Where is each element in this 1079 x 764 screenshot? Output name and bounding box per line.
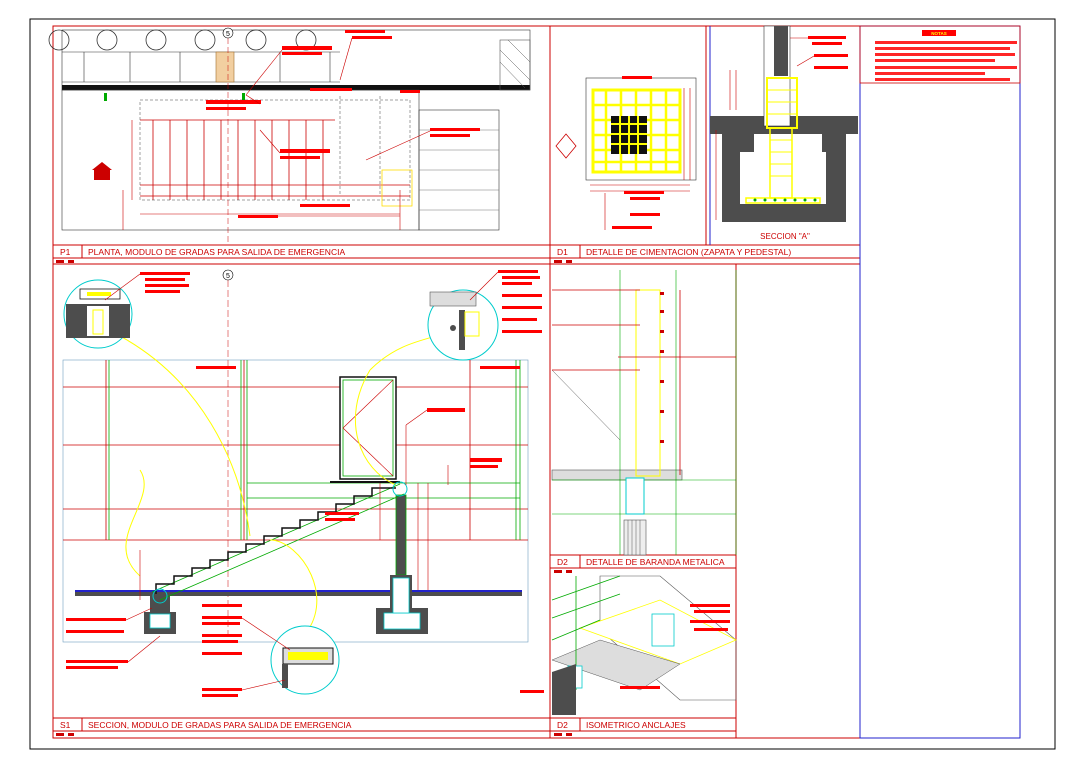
d1-title: DETALLE DE CIMENTACION (ZAPATA Y PEDESTA… [586, 247, 791, 257]
p1-title: PLANTA, MODULO DE GRADAS PARA SALIDA DE … [88, 247, 345, 257]
s1-code: S1 [60, 720, 71, 730]
foundation-detail: SECCION "A" [555, 25, 858, 241]
d2b-code: D2 [557, 720, 568, 730]
section-a-label: SECCION "A" [760, 232, 810, 241]
notes-panel: NOTAS [859, 25, 1021, 739]
s1-title: SECCION, MODULO DE GRADAS PARA SALIDA DE… [88, 720, 352, 730]
d2b-title: ISOMETRICO ANCLAJES [586, 720, 686, 730]
d2a-code: D2 [557, 557, 568, 567]
notes-header: NOTAS [931, 31, 946, 36]
section-drawing: 5 [62, 269, 544, 697]
plan-axis-marker: 5 [226, 31, 230, 38]
d2a-title: DETALLE DE BARANDA METALICA [586, 557, 725, 567]
plan-drawing: 5 [48, 27, 531, 245]
d1-code: D1 [557, 247, 568, 257]
panel-borders [52, 25, 861, 739]
p1-code: P1 [60, 247, 71, 257]
outer-frame [29, 18, 1056, 750]
house-icon [92, 162, 112, 170]
section-axis-marker: 5 [226, 273, 230, 280]
anchors-isometric [551, 575, 737, 715]
railing-detail [551, 270, 737, 556]
